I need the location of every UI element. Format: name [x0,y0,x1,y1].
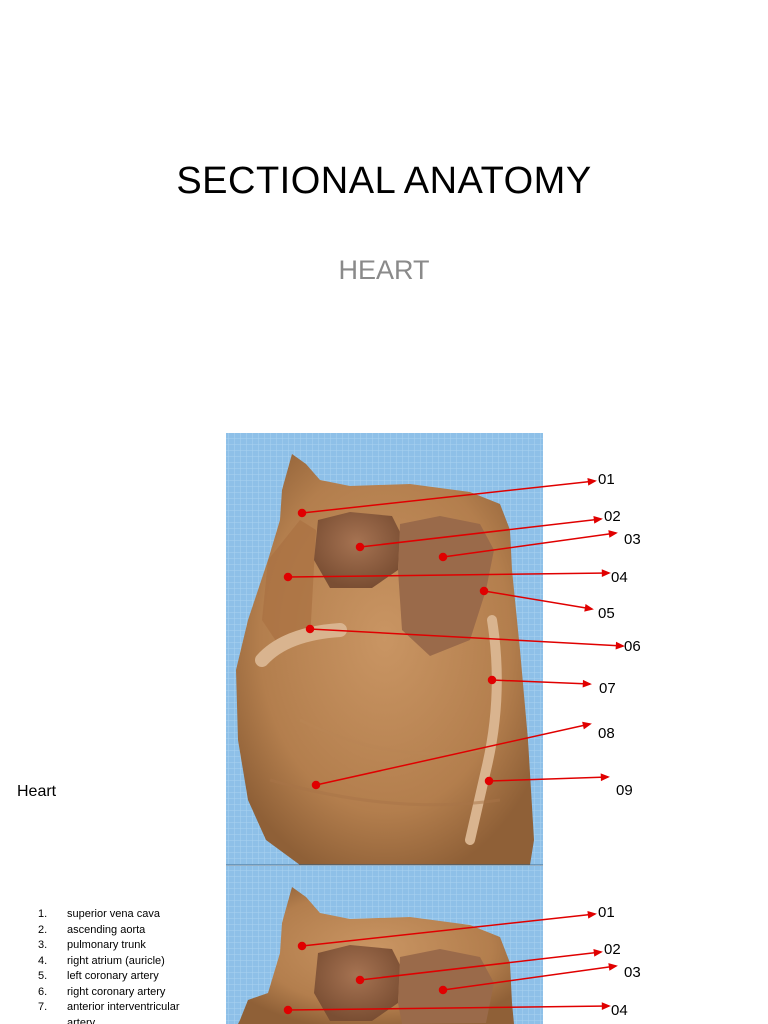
pointer-arrowhead-upper-3 [608,530,618,538]
pointer-arrowhead-lower-4 [601,1002,611,1010]
marker-label-05: 05 [598,605,615,622]
pointer-line-upper-2 [359,518,602,548]
marker-label-02: 02 [604,508,621,525]
pointer-line-upper-4 [287,572,610,578]
legend-item: 6.right coronary artery [38,985,166,998]
marker-label-03: 03 [624,531,641,548]
structure-legend: 1.superior vena cava 2.ascending aorta 3… [38,907,197,1024]
pointer-arrowhead-upper-5 [584,604,594,612]
pointer-arrowhead-lower-3 [608,963,618,971]
pointer-line-upper-7 [491,679,591,685]
pointer-dot-lower-1 [297,941,307,951]
pointer-arrowhead-lower-2 [593,948,603,957]
marker-label-09: 09 [616,782,633,799]
heart-specimen-photo [226,433,625,1024]
pointer-dot-lower-4 [283,1005,293,1015]
pointer-arrowhead-upper-6 [615,641,625,650]
legend-item: 1.superior vena cava [38,908,160,920]
pointer-line-lower-4 [287,1005,610,1011]
pointer-line-lower-3 [442,965,617,991]
pointer-dot-upper-7 [487,675,497,685]
legend-item: 3.pulmonary trunk [38,939,146,951]
legend-item: 2.ascending aorta [38,923,146,936]
marker-label-03-lower: 03 [624,964,641,981]
legend-item: 4.right atrium (auricle) [38,954,165,967]
pointer-lines-lower [283,910,618,1015]
heart-slide: Heart [0,420,768,1024]
heart-side-label: Heart [17,783,57,800]
slide-subtitle: HEART [338,255,430,285]
pointer-dot-upper-5 [479,586,489,596]
pointer-dot-upper-4 [283,572,293,582]
pointer-dot-lower-2 [355,975,365,985]
pointer-dot-upper-9 [484,776,494,786]
pointer-line-upper-8 [315,723,591,786]
legend-item: 5.left coronary artery [38,970,159,982]
pointer-dot-upper-3 [438,552,448,562]
marker-label-01-lower: 01 [598,904,615,921]
pointer-line-upper-3 [442,532,617,558]
marker-label-08: 08 [598,725,615,742]
marker-label-06: 06 [624,638,641,655]
heart-image-upper [226,433,543,866]
pointer-dot-upper-1 [297,508,307,518]
pointer-line-upper-1 [301,480,596,514]
pointer-dot-upper-2 [355,542,365,552]
pointer-line-lower-1 [301,913,596,947]
pointer-dot-upper-8 [311,780,321,790]
slide-title: SECTIONAL ANATOMY [176,160,592,202]
pointer-lines-upper [283,477,625,790]
pointer-arrowhead-upper-8 [582,721,592,730]
legend-item: 7.anterior interventricular artery [38,1001,180,1024]
pointer-line-upper-9 [488,776,609,782]
title-slide: SECTIONAL ANATOMY HEART [0,0,768,420]
pointer-arrowhead-lower-1 [587,910,597,919]
marker-label-07: 07 [599,680,616,697]
marker-label-04: 04 [611,569,628,586]
marker-label-02-lower: 02 [604,941,621,958]
pointer-arrowhead-upper-1 [587,477,597,486]
pointer-line-upper-5 [483,590,593,610]
heart-image-lower [226,866,543,1024]
marker-label-04-lower: 04 [611,1002,628,1019]
pointer-dot-upper-6 [305,624,315,634]
pointer-line-lower-2 [359,951,602,981]
pointer-arrowhead-upper-4 [601,569,611,577]
pointer-arrowhead-upper-9 [600,773,610,782]
marker-label-01: 01 [598,471,615,488]
pointer-arrowhead-upper-7 [582,679,592,688]
pointer-dot-lower-3 [438,985,448,995]
pointer-arrowhead-upper-2 [593,515,603,524]
pointer-line-upper-6 [309,628,624,647]
